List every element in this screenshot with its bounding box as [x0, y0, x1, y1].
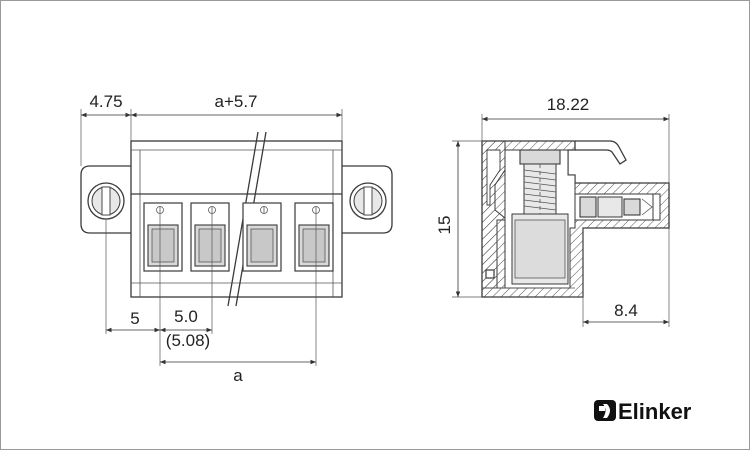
dim-front-first-pitch: 5: [130, 309, 139, 328]
terminal-slot: [242, 202, 282, 272]
right-screw-icon: [349, 182, 387, 220]
front-body: [130, 140, 343, 298]
right-flange: [342, 165, 393, 234]
terminal-slot: [294, 202, 334, 272]
elinker-logo-icon: [594, 400, 616, 421]
dim-front-pitch-alt: (5.08): [166, 331, 210, 350]
dim-front-total-width: a+5.7: [214, 92, 257, 111]
side-view: 18.22 15 8.4: [435, 95, 670, 327]
dim-front-pitch-span: a: [233, 366, 243, 385]
brand-logo: Elinker: [594, 399, 692, 424]
terminal-slot: [190, 202, 230, 272]
left-flange: [80, 165, 131, 234]
dim-front-left-offset: 4.75: [89, 92, 122, 111]
left-screw-icon: [87, 182, 125, 220]
dim-side-depth: 18.22: [547, 95, 590, 114]
dim-front-pitch: 5.0: [174, 307, 198, 326]
latch-hook: [575, 140, 627, 165]
front-view: 4.75 a+5.7 5 5.0 (5.08) a: [80, 92, 393, 385]
dim-side-pin-length: 8.4: [614, 301, 638, 320]
screw-head: [519, 149, 561, 165]
terminal-slot: [143, 202, 183, 272]
brand-name: Elinker: [618, 399, 692, 424]
dim-side-height: 15: [435, 216, 454, 235]
